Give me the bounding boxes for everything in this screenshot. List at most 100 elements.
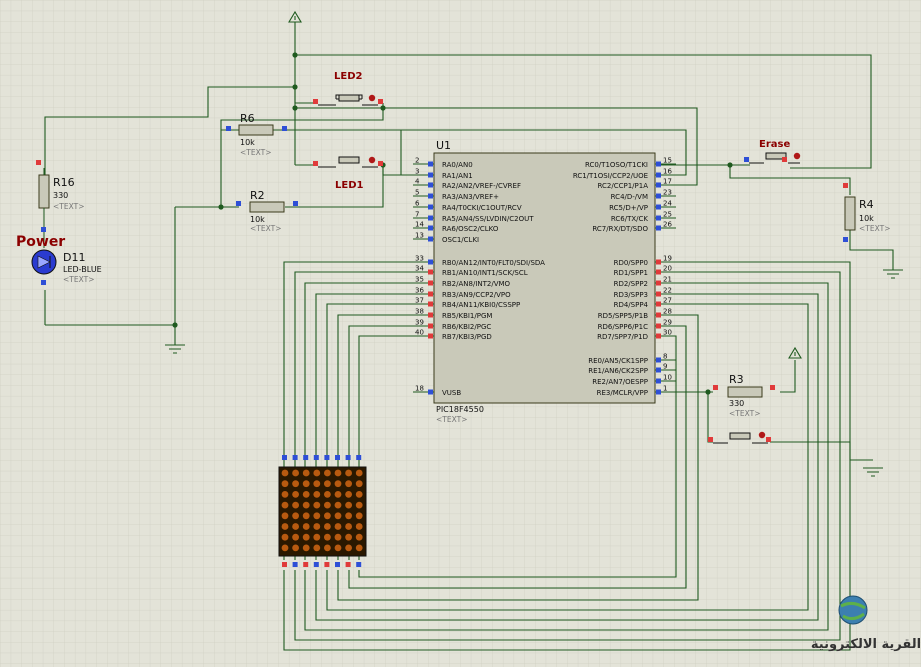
matrix-pin-top [335,455,340,460]
matrix-led [334,512,342,520]
matrix-pin-top [324,455,330,460]
matrix-led [334,491,342,498]
pin-number: 38 [415,308,424,316]
matrix-pin-bottom [356,562,362,567]
pin-number: 5 [415,189,419,197]
resistor-r6[interactable]: R6 10k <TEXT> [226,112,287,157]
matrix-led [334,501,342,509]
r6-text: <TEXT> [240,148,271,157]
matrix-led [324,533,331,541]
button-erase[interactable]: Erase [744,139,801,164]
pin-name: RA5/AN4/SS/LVDIN/C2OUT [442,215,534,223]
pin-number: 17 [663,178,672,186]
led-matrix[interactable] [278,455,367,567]
pin-number: 30 [663,329,672,337]
matrix-pin-top [282,455,287,460]
pin-name: RC5/D+/VP [609,204,648,212]
pin-number: 13 [415,232,424,240]
pin-name: RD3/SPP3 [614,291,648,299]
pin-number: 33 [415,255,424,263]
matrix-led [334,544,342,552]
r2-value: 10k [250,215,265,224]
matrix-led [355,501,363,509]
pin-number: 4 [415,178,420,186]
r6-value: 10k [240,138,255,147]
matrix-led [345,501,352,509]
matrix-led [334,480,342,488]
button-led2[interactable]: LED2 [313,71,383,106]
matrix-led [302,480,310,488]
pin-number: 28 [663,308,672,316]
led2-label: LED2 [334,71,363,82]
r2-text: <TEXT> [250,224,281,233]
led-d11[interactable]: Power D11 LED-BLUE <TEXT> [16,234,102,285]
button-led1[interactable]: LED1 [313,156,383,191]
pin-name: RA0/AN0 [442,161,473,169]
pin-name: RD1/SPP1 [614,269,648,277]
r4-text: <TEXT> [859,224,890,233]
matrix-led [355,469,363,477]
pin-number: 16 [663,168,672,176]
button-reset[interactable] [708,431,771,444]
resistor-r2[interactable]: R2 10k <TEXT> [236,189,298,233]
pin-number: 22 [663,287,672,295]
wire-junctions [172,52,733,395]
matrix-pin-top [356,455,362,460]
power-terminal-reset [788,346,802,359]
matrix-led [345,533,352,541]
resistor-r3[interactable]: R3 330 <TEXT> [713,373,775,418]
pin-name: RC6/TX/CK [611,215,649,223]
pin-name: RB5/KBI1/PGM [442,312,492,320]
pin-number: 27 [663,297,672,305]
pic-chip[interactable]: U1 PIC18F4550 <TEXT> 2RA0/AN03RA1/AN14RA… [413,139,676,424]
resistor-r16[interactable]: R16 330 <TEXT> [36,160,84,248]
matrix-led [281,523,289,530]
pin-number: 34 [415,265,424,273]
matrix-led [345,480,352,488]
matrix-led [292,533,299,541]
led1-label: LED1 [335,180,364,191]
pin-name: RA1/AN1 [442,172,473,180]
resistor-r4[interactable]: R4 10k <TEXT> [843,183,890,242]
pin-name: RD7/SPP7/P1D [597,333,648,341]
ground-symbol-left [165,344,185,354]
pin-number: 20 [663,265,672,273]
